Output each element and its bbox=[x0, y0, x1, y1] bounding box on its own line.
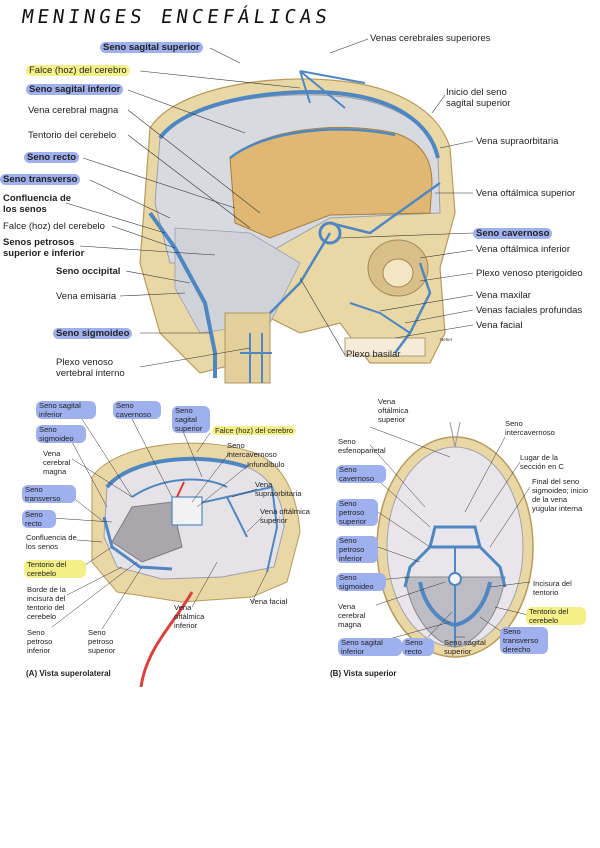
label-tentorio-del-cerebelo: Tentorio del cerebelo bbox=[28, 130, 117, 141]
b-label-final-seno-sigmoideo: Final del seno sigmoideo; inicio de la v… bbox=[532, 477, 589, 513]
page-title: MENINGES ENCEFÁLICAS bbox=[20, 6, 333, 28]
b-label-seno-transverso-derecho: Seno transverso derecho bbox=[500, 627, 548, 654]
label-plexo-venoso-vertebral: Plexo venoso vertebral interno bbox=[56, 357, 125, 379]
label-vena-cerebral-magna: Vena cerebral magna bbox=[28, 105, 119, 116]
b-label-seno-sagital-inferior: Seno sagital inferior bbox=[338, 638, 402, 656]
label-seno-cavernoso: Seno cavernoso bbox=[473, 228, 553, 239]
label-falce-del-cerebro: Falce (hoz) del cerebro bbox=[26, 65, 130, 76]
label-seno-occipital: Seno occipital bbox=[56, 266, 121, 277]
superior-view-figure: Vena oftálmica superior Seno intercavern… bbox=[330, 397, 600, 687]
label-vena-facial: Vena facial bbox=[476, 320, 523, 331]
label-venas-faciales-profundas: Venas faciales profundas bbox=[476, 305, 583, 316]
panel-a-caption: (A) Vista superolateral bbox=[26, 669, 111, 678]
b-label-vena-oftalmica-superior: Vena oftálmica superior bbox=[378, 397, 409, 424]
sagittal-section-drawing: Netter bbox=[65, 38, 474, 384]
a-label-vena-oftalmica-inferior: Vena oftálmica inferior bbox=[174, 603, 205, 630]
panel-b-caption: (B) Vista superior bbox=[330, 669, 397, 678]
label-plexo-pterigoideo: Plexo venoso pterigoideo bbox=[476, 268, 583, 279]
label-venas-cerebrales-superiores: Venas cerebrales superiores bbox=[370, 33, 491, 44]
credit-text: Netter bbox=[440, 337, 453, 342]
b-label-seno-sigmoideo: Seno sigmoideo bbox=[336, 573, 386, 591]
superolateral-view-figure: Seno sagital inferior Seno cavernoso Sen… bbox=[22, 397, 320, 687]
b-label-seno-recto: Seno recto bbox=[402, 638, 434, 656]
label-seno-sigmoideo: Seno sigmoideo bbox=[53, 328, 133, 339]
a-label-seno-sagital-superior: Seno sagital superior bbox=[172, 406, 210, 433]
a-label-seno-sigmoideo: Seno sigmoideo bbox=[36, 425, 86, 443]
b-label-seno-sagital-superior: Seno sagital superior bbox=[444, 638, 486, 656]
a-label-vena-oftalmica-superior: Vena oftálmica superior bbox=[260, 507, 310, 525]
a-label-seno-petroso-superior: Seno petroso superior bbox=[88, 628, 116, 655]
a-label-confluencia: Confluencia de los senos bbox=[26, 533, 77, 551]
a-label-tentorio-del-cerebelo: Tentorio del cerebelo bbox=[24, 560, 86, 578]
a-label-falce-del-cerebro: Falce (hoz) del cerebro bbox=[212, 426, 297, 435]
b-label-incisura-tentorio: Incisura del tentorio bbox=[533, 579, 572, 597]
label-vena-maxilar: Vena maxilar bbox=[476, 290, 531, 301]
b-label-seno-esfenoparietal: Seno esfenoparietal bbox=[338, 437, 386, 455]
a-label-seno-transverso: Seno transverso bbox=[22, 485, 76, 503]
a-label-infundibulo: Infundíbulo bbox=[247, 460, 285, 469]
a-label-seno-recto: Seno recto bbox=[22, 510, 56, 528]
a-label-seno-petroso-inferior: Seno petroso inferior bbox=[27, 628, 53, 655]
b-label-seno-petroso-superior: Seno petroso superior bbox=[336, 499, 378, 526]
a-label-borde-incisura: Borde de la incisura del tentorio del ce… bbox=[27, 585, 66, 621]
b-label-seno-cavernoso: Seno cavernoso bbox=[336, 465, 386, 483]
a-label-vena-facial: Vena facial bbox=[250, 597, 288, 606]
label-inicio-seno-sagital: Inicio del seno sagital superior bbox=[446, 87, 511, 109]
a-label-seno-sagital-inferior: Seno sagital inferior bbox=[36, 401, 96, 419]
label-plexo-basilar: Plexo basilar bbox=[346, 349, 401, 360]
label-vena-supraorbitaria: Vena supraorbitaria bbox=[476, 136, 559, 147]
label-senos-petrosos: Senos petrosos superior e inferior bbox=[3, 237, 85, 259]
label-seno-recto: Seno recto bbox=[24, 152, 80, 163]
superolateral-drawing bbox=[51, 418, 301, 687]
label-vena-emisaria: Vena emisaria bbox=[56, 291, 117, 302]
label-vena-oftalmica-inferior: Vena oftálmica inferior bbox=[476, 244, 570, 255]
label-seno-sagital-superior: Seno sagital superior bbox=[100, 42, 203, 53]
label-seno-transverso: Seno transverso bbox=[0, 174, 81, 185]
a-label-seno-intercavernoso: Seno intercavernoso bbox=[227, 441, 277, 459]
b-label-seno-intercavernoso: Seno intercavernoso bbox=[505, 419, 555, 437]
a-label-vena-supraorbitaria: Vena supraorbitaria bbox=[255, 480, 302, 498]
label-confluencia-de-los-senos: Confluencia de los senos bbox=[3, 193, 72, 215]
a-label-vena-cerebral-magna: Vena cerebral magna bbox=[43, 449, 71, 476]
b-label-vena-cerebral-magna: Vena cerebral magna bbox=[338, 602, 366, 629]
sagittal-section-figure: Netter Seno sagital superior Falce (hoz)… bbox=[0, 33, 600, 388]
label-vena-oftalmica-superior: Vena oftálmica superior bbox=[476, 188, 576, 199]
b-label-tentorio-del-cerebelo: Tentorio del cerebelo bbox=[526, 607, 586, 625]
label-falce-del-cerebelo: Falce (hoz) del cerebelo bbox=[3, 221, 105, 232]
superior-drawing bbox=[369, 421, 534, 658]
b-label-seno-petroso-inferior: Seno petroso inferior bbox=[336, 536, 378, 563]
label-seno-sagital-inferior: Seno sagital inferior bbox=[26, 84, 124, 95]
a-label-seno-cavernoso: Seno cavernoso bbox=[113, 401, 161, 419]
b-label-lugar-seccion: Lugar de la sección en C bbox=[520, 453, 564, 471]
